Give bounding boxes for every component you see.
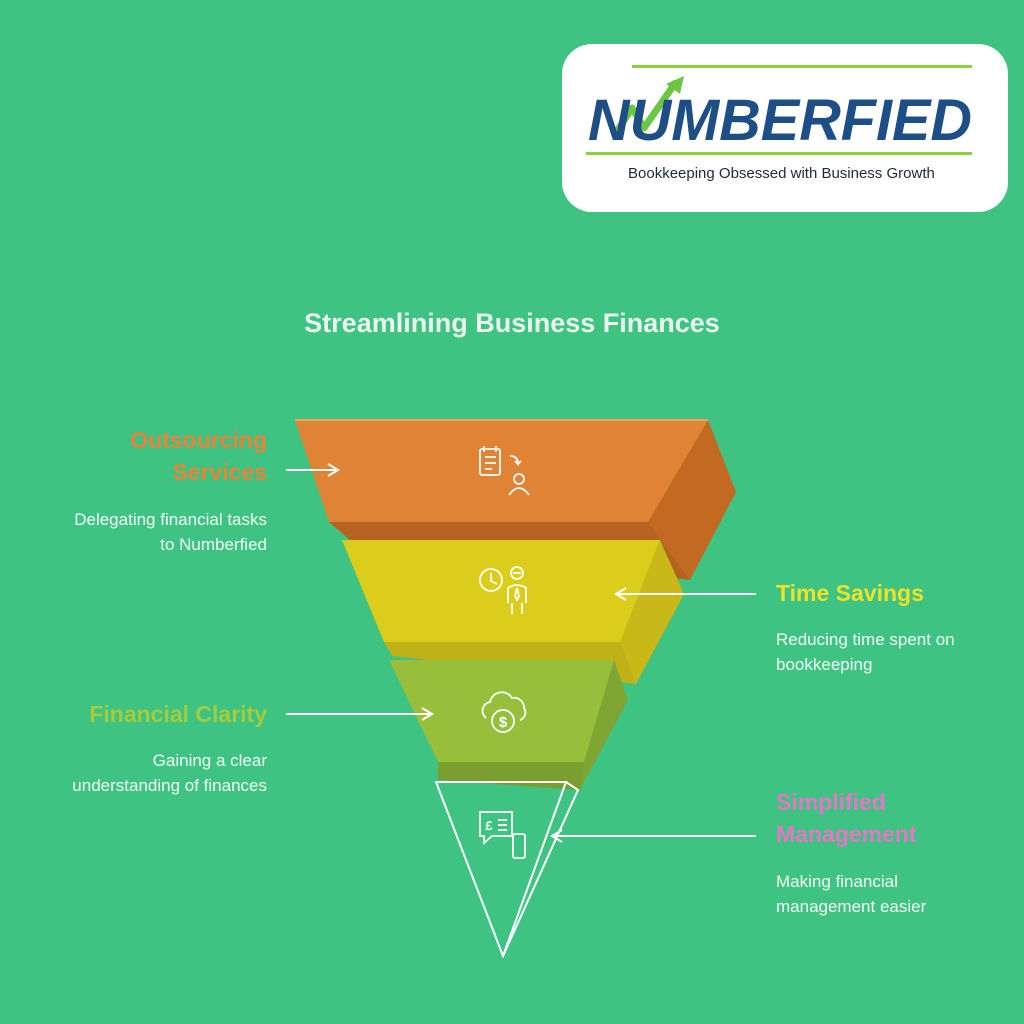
stage1-front <box>295 420 708 522</box>
logo-arrow-head <box>666 76 684 94</box>
stage-label-line: Management <box>776 821 917 847</box>
logo-bottom-line <box>586 152 972 155</box>
stage-desc-simplified-management: Making financial management easier <box>776 869 926 919</box>
stage-label-financial-clarity: Financial Clarity <box>89 701 267 727</box>
stage-label-line: Outsourcing <box>130 427 267 453</box>
svg-text:$: $ <box>499 714 508 731</box>
stage-desc-outsourcing: Delegating financial tasks to Numberfied <box>74 507 267 557</box>
svg-text:£: £ <box>485 818 493 833</box>
stage3-side <box>580 660 628 790</box>
stage-desc-line: bookkeeping <box>776 655 873 674</box>
logo-card: NUMBERFIED Bookkeeping Obsessed with Bus… <box>562 44 1008 212</box>
stage-label-outsourcing: Outsourcing Services <box>130 424 267 488</box>
logo-wordmark: NUMBERFIED <box>588 76 972 150</box>
task-delegation-icon <box>479 446 530 496</box>
pound-chat-phone-icon: £ <box>479 811 526 859</box>
diagram-title: Streamlining Business Finances <box>304 308 720 338</box>
funnel-stage-financial-clarity: $ <box>389 660 628 790</box>
logo-tagline: Bookkeeping Obsessed with Business Growt… <box>628 165 935 182</box>
stage-desc-line: Gaining a clear <box>152 751 267 770</box>
logo-wordmark-text: NUMBERFIED <box>588 88 972 150</box>
stage-desc-line: to Numberfied <box>160 535 267 554</box>
stage4-front <box>434 781 568 959</box>
stage4-side <box>502 781 580 957</box>
stage-label-line: Simplified <box>776 789 886 815</box>
logo-growth-arrow <box>611 80 679 138</box>
stage-desc-line: Delegating financial tasks <box>74 510 267 529</box>
clock-person-icon <box>479 566 527 614</box>
stage2-front <box>342 540 660 642</box>
stage3-bottom <box>438 760 584 790</box>
stage-desc-time-savings: Reducing time spent on bookkeeping <box>776 627 955 677</box>
cloud-dollar-icon: $ <box>481 691 527 733</box>
stage-desc-line: management easier <box>776 897 927 916</box>
stage-desc-line: Reducing time spent on <box>776 630 955 649</box>
stage-desc-financial-clarity: Gaining a clear understanding of finance… <box>72 748 267 798</box>
stage2-side <box>620 540 684 684</box>
stage-label-line: Services <box>172 459 267 485</box>
stage-desc-line: Making financial <box>776 872 898 891</box>
stage-label-simplified-management: Simplified Management <box>776 786 917 850</box>
stage-label-time-savings: Time Savings <box>776 580 924 606</box>
stage-desc-line: understanding of finances <box>72 776 267 795</box>
funnel-stage-simplified-management: £ <box>434 781 580 959</box>
stage1-side <box>648 420 736 580</box>
logo-top-line <box>632 65 972 68</box>
